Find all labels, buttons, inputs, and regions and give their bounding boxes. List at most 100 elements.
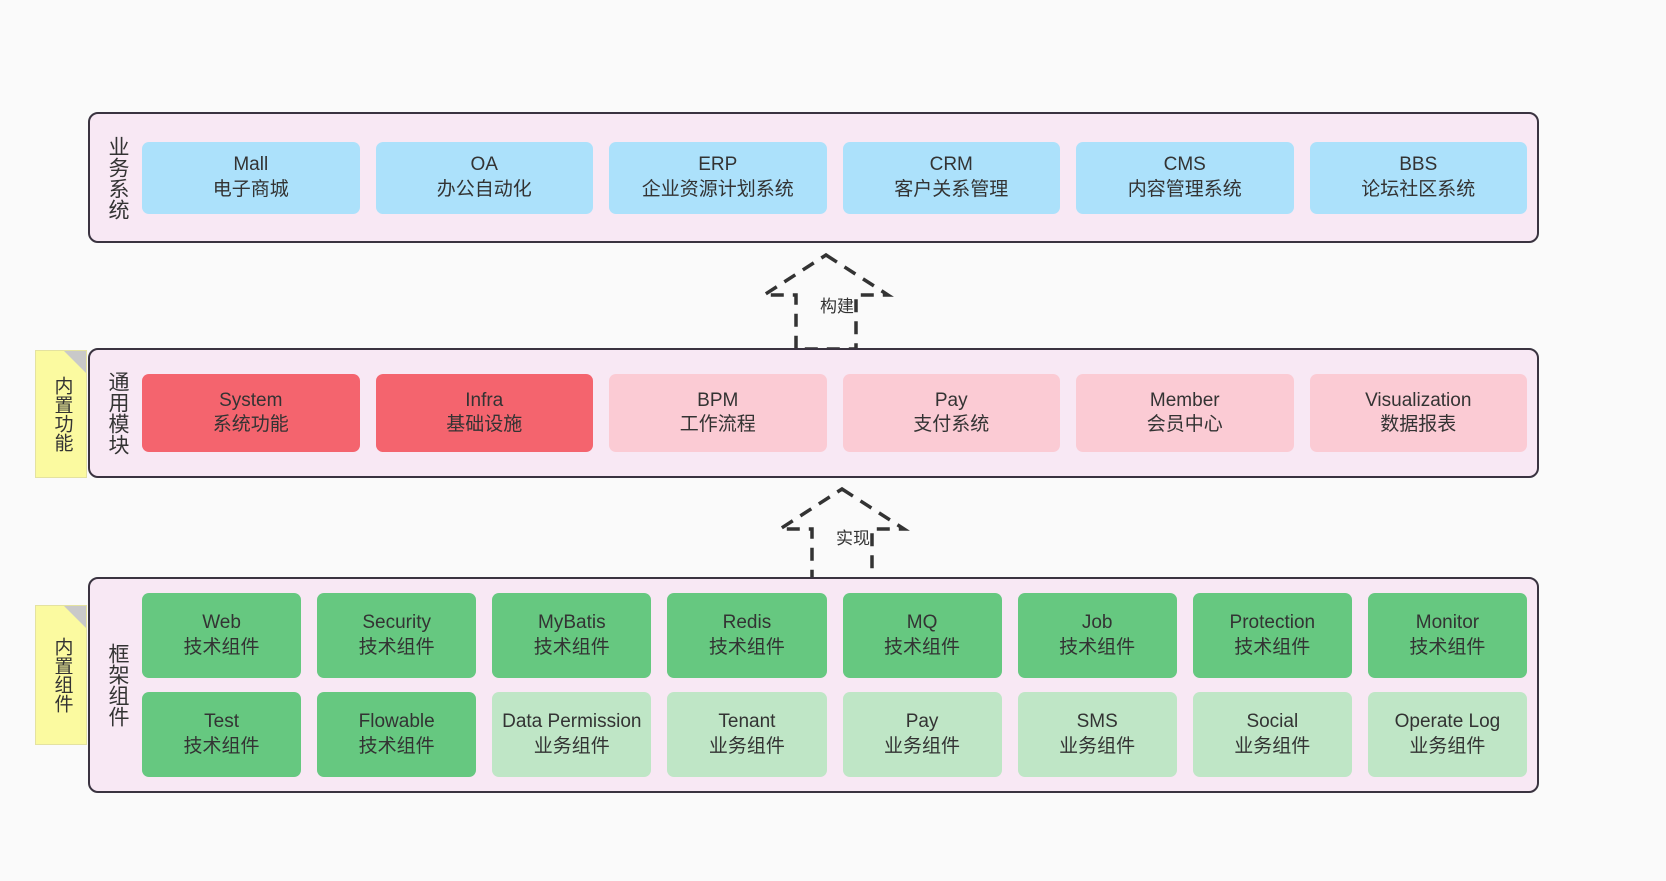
node-data-permission[interactable]: Data Permission 业务组件 xyxy=(492,692,652,777)
node-test[interactable]: Test 技术组件 xyxy=(142,692,302,777)
node-mq-desc: 技术组件 xyxy=(884,636,961,658)
node-erp-name: ERP xyxy=(698,154,738,176)
node-visualization-desc: 数据报表 xyxy=(1380,414,1457,435)
node-tenant[interactable]: Tenant 业务组件 xyxy=(667,692,827,777)
node-sms-name: SMS xyxy=(1076,711,1118,733)
node-oa[interactable]: OA 办公自动化 xyxy=(375,141,593,214)
node-system-desc: 系统功能 xyxy=(212,414,289,435)
sticky-note-builtin-functions-label: 内置功能 xyxy=(51,376,73,452)
node-infra[interactable]: Infra 基础设施 xyxy=(375,374,593,452)
layer-framework-components: 框架组件 Web 技术组件 Security 技术组件 MyBatis 技术组件… xyxy=(88,577,1539,793)
sticky-note-builtin-components: 内置组件 xyxy=(35,605,87,745)
node-security-name: Security xyxy=(362,612,431,634)
node-crm-desc: 客户关系管理 xyxy=(894,178,1009,200)
node-pay-component-desc: 业务组件 xyxy=(884,735,961,757)
node-bbs-name: BBS xyxy=(1399,154,1438,176)
node-redis-desc: 技术组件 xyxy=(708,636,785,658)
node-cms-name: CMS xyxy=(1163,154,1206,176)
node-protection-desc: 技术组件 xyxy=(1234,636,1311,658)
node-member[interactable]: Member 会员中心 xyxy=(1076,374,1294,452)
modules-row: System 系统功能 Infra 基础设施 BPM 工作流程 Pay 支付系统… xyxy=(142,374,1527,452)
layer-business-system: 业务系统 Mall 电子商城 OA 办公自动化 ERP 企业资源计划系统 CRM… xyxy=(88,112,1539,243)
layer-framework-title: 框架组件 xyxy=(106,643,130,727)
node-member-name: Member xyxy=(1149,389,1220,411)
node-job-desc: 技术组件 xyxy=(1059,636,1136,658)
node-monitor-desc: 技术组件 xyxy=(1409,636,1486,658)
node-test-name: Test xyxy=(204,711,239,733)
node-bbs[interactable]: BBS 论坛社区系统 xyxy=(1309,141,1527,214)
node-redis[interactable]: Redis 技术组件 xyxy=(667,593,827,678)
node-mybatis[interactable]: MyBatis 技术组件 xyxy=(492,593,652,678)
node-bpm-desc: 工作流程 xyxy=(679,414,756,435)
node-flowable[interactable]: Flowable 技术组件 xyxy=(317,692,477,777)
node-crm-name: CRM xyxy=(929,154,973,176)
layer-modules-title: 通用模块 xyxy=(106,371,130,455)
node-pay-module[interactable]: Pay 支付系统 xyxy=(842,374,1060,452)
node-job-name: Job xyxy=(1081,612,1113,634)
node-pay-component[interactable]: Pay 业务组件 xyxy=(842,692,1002,777)
node-data-permission-name: Data Permission xyxy=(502,711,642,733)
layer-business-title: 业务系统 xyxy=(106,135,130,220)
node-oa-desc: 办公自动化 xyxy=(436,178,532,200)
node-system-name: System xyxy=(219,389,283,411)
node-infra-desc: 基础设施 xyxy=(446,414,523,435)
node-data-permission-desc: 业务组件 xyxy=(533,735,610,757)
node-mq-name: MQ xyxy=(906,612,938,634)
node-bpm[interactable]: BPM 工作流程 xyxy=(609,374,827,452)
node-social[interactable]: Social 业务组件 xyxy=(1192,692,1352,777)
node-sms[interactable]: SMS 业务组件 xyxy=(1017,692,1177,777)
layer-modules-body: System 系统功能 Infra 基础设施 BPM 工作流程 Pay 支付系统… xyxy=(142,358,1527,468)
framework-row-1: Web 技术组件 Security 技术组件 MyBatis 技术组件 Redi… xyxy=(142,593,1527,678)
node-security[interactable]: Security 技术组件 xyxy=(317,593,477,678)
node-bpm-name: BPM xyxy=(697,389,739,411)
node-mybatis-desc: 技术组件 xyxy=(533,636,610,658)
node-oa-name: OA xyxy=(470,154,498,176)
layer-business-body: Mall 电子商城 OA 办公自动化 ERP 企业资源计划系统 CRM 客户关系… xyxy=(142,122,1527,233)
node-cms-desc: 内容管理系统 xyxy=(1127,178,1242,200)
node-sms-desc: 业务组件 xyxy=(1059,735,1136,757)
arrow-implement-label: 实现 xyxy=(836,529,870,548)
framework-row-2: Test 技术组件 Flowable 技术组件 Data Permission … xyxy=(142,692,1527,777)
node-monitor[interactable]: Monitor 技术组件 xyxy=(1367,593,1527,678)
node-visualization-name: Visualization xyxy=(1365,389,1472,411)
arrow-implement: 实现 xyxy=(752,483,932,588)
arrow-build: 构建 xyxy=(736,249,916,354)
sticky-note-builtin-components-label: 内置组件 xyxy=(51,637,73,713)
node-job[interactable]: Job 技术组件 xyxy=(1017,593,1177,678)
node-flowable-name: Flowable xyxy=(358,711,435,733)
node-erp[interactable]: ERP 企业资源计划系统 xyxy=(609,141,827,214)
node-monitor-name: Monitor xyxy=(1415,612,1480,634)
node-web[interactable]: Web 技术组件 xyxy=(142,593,302,678)
node-security-desc: 技术组件 xyxy=(358,636,435,658)
node-system[interactable]: System 系统功能 xyxy=(142,374,360,452)
layer-framework-body: Web 技术组件 Security 技术组件 MyBatis 技术组件 Redi… xyxy=(142,587,1527,783)
node-social-name: Social xyxy=(1246,711,1299,733)
node-protection[interactable]: Protection 技术组件 xyxy=(1192,593,1352,678)
node-social-desc: 业务组件 xyxy=(1234,735,1311,757)
node-web-desc: 技术组件 xyxy=(183,636,260,658)
node-bbs-desc: 论坛社区系统 xyxy=(1361,178,1476,200)
node-erp-desc: 企业资源计划系统 xyxy=(641,178,794,200)
node-flowable-desc: 技术组件 xyxy=(358,735,435,757)
node-operate-log-desc: 业务组件 xyxy=(1409,735,1486,757)
business-row: Mall 电子商城 OA 办公自动化 ERP 企业资源计划系统 CRM 客户关系… xyxy=(142,141,1527,214)
node-infra-name: Infra xyxy=(465,389,504,411)
node-visualization[interactable]: Visualization 数据报表 xyxy=(1309,374,1527,452)
node-tenant-desc: 业务组件 xyxy=(708,735,785,757)
node-crm[interactable]: CRM 客户关系管理 xyxy=(842,141,1060,214)
node-cms[interactable]: CMS 内容管理系统 xyxy=(1076,141,1294,214)
node-mall-desc: 电子商城 xyxy=(212,178,289,200)
node-test-desc: 技术组件 xyxy=(183,735,260,757)
node-operate-log[interactable]: Operate Log 业务组件 xyxy=(1367,692,1527,777)
node-mq[interactable]: MQ 技术组件 xyxy=(842,593,1002,678)
node-mybatis-name: MyBatis xyxy=(538,612,606,634)
node-protection-name: Protection xyxy=(1229,612,1316,634)
node-mall-name: Mall xyxy=(233,154,269,176)
node-web-name: Web xyxy=(202,612,241,634)
node-pay-module-name: Pay xyxy=(934,389,968,411)
node-pay-module-desc: 支付系统 xyxy=(913,414,990,435)
node-member-desc: 会员中心 xyxy=(1146,414,1223,435)
node-mall[interactable]: Mall 电子商城 xyxy=(142,141,360,214)
node-redis-name: Redis xyxy=(722,612,772,634)
